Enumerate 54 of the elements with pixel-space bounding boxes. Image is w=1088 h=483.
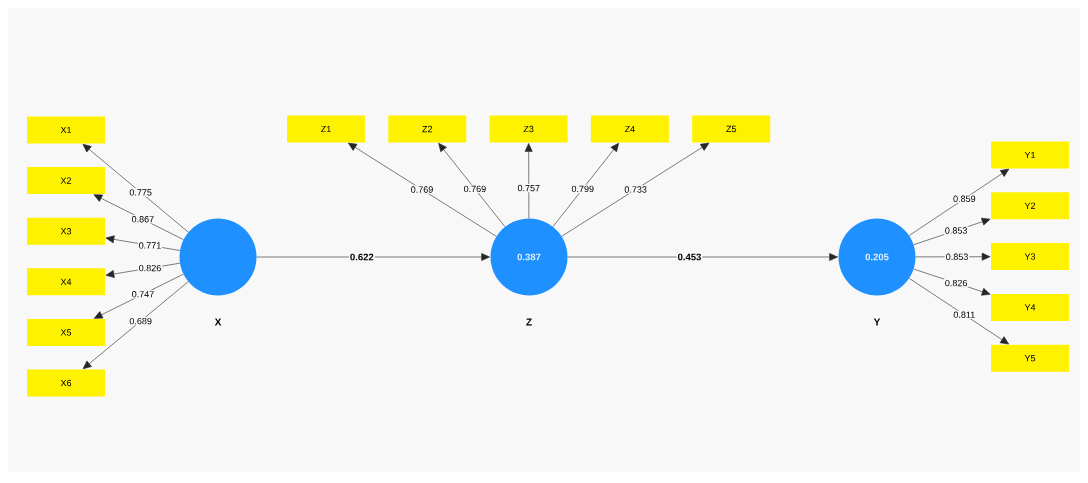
arrow	[561, 142, 710, 237]
edge-label: 0.769	[462, 184, 488, 194]
edge-label: 0.757	[516, 183, 542, 193]
arrow	[105, 262, 181, 278]
edge-label: 0.867	[130, 215, 156, 224]
indicator-box: Y3	[991, 243, 1069, 271]
construct-label: Y	[873, 318, 881, 326]
arrow	[82, 143, 189, 233]
edge-label: 0.775	[128, 188, 153, 197]
arrow	[348, 142, 497, 237]
arrow	[915, 252, 991, 261]
indicator-box: X4	[27, 268, 105, 296]
arrow	[93, 194, 184, 240]
construct-label: X	[214, 318, 222, 326]
indicator-box: Z3	[489, 115, 568, 143]
indicator-box: Y4	[991, 293, 1069, 321]
arrow	[524, 143, 533, 219]
indicator-box: Y2	[991, 192, 1069, 220]
arrow	[909, 278, 1009, 345]
edge-label: 0.859	[952, 194, 977, 203]
indicator-box: Z1	[287, 115, 365, 143]
construct-label: Z	[526, 318, 532, 326]
indicator-box: X2	[27, 167, 105, 195]
arrow	[552, 143, 619, 227]
arrow	[82, 281, 189, 370]
arrow	[105, 235, 181, 251]
arrow	[567, 253, 838, 261]
edge-label: 0.853	[944, 252, 970, 261]
indicator-box: X3	[27, 217, 105, 245]
edge-label: 0.769	[409, 185, 435, 194]
arrow	[256, 253, 490, 261]
edge-label: 0.747	[130, 290, 156, 299]
indicator-box: X6	[27, 369, 105, 397]
indicator-box: Z5	[692, 115, 771, 143]
edge-label: 0.733	[623, 185, 648, 194]
indicator-box: X5	[27, 318, 105, 346]
indicator-box: X1	[27, 116, 105, 144]
indicator-box: Y5	[991, 344, 1069, 372]
indicator-box: Y1	[991, 141, 1069, 169]
edge-label: 0.799	[570, 184, 595, 194]
edge-label: 0.689	[128, 316, 153, 326]
edge-label: 0.853	[943, 226, 969, 235]
indicator-box: Z4	[590, 115, 669, 143]
arrow	[913, 268, 991, 296]
edge-label: 0.811	[952, 310, 977, 319]
edge-label: 0.622	[348, 252, 375, 262]
arrow	[94, 273, 184, 319]
edge-label: 0.771	[137, 241, 163, 250]
indicator-box: Z2	[388, 115, 467, 143]
arrow	[438, 143, 506, 227]
edge-label: 0.826	[943, 278, 969, 288]
arrow	[908, 168, 1010, 236]
edge-label: 0.453	[676, 252, 703, 262]
edge-label: 0.826	[137, 263, 163, 273]
